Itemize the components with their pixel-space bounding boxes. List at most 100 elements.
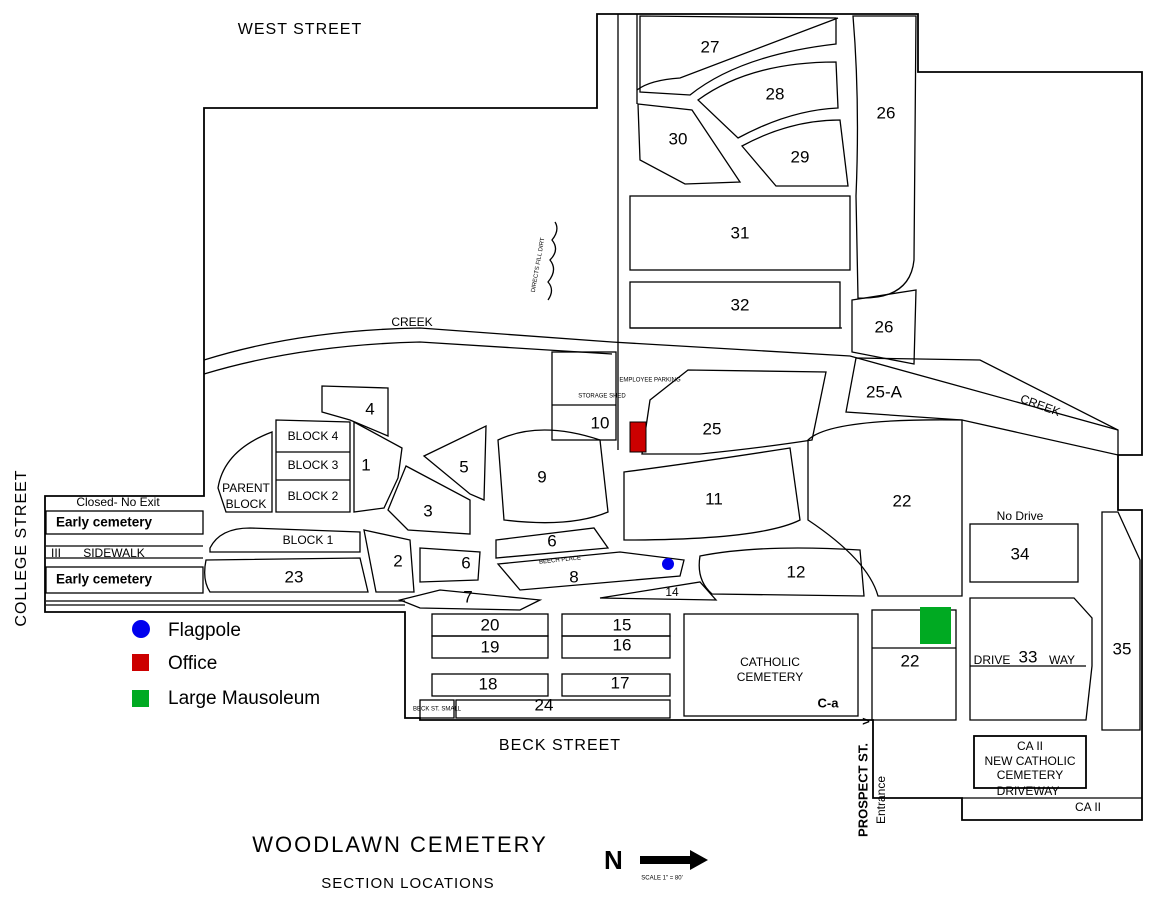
section-19-label: 19 [481, 637, 500, 656]
way-label: WAY [1049, 653, 1075, 667]
legend-mausoleum-label: Large Mausoleum [168, 688, 320, 709]
section-18 [431, 673, 549, 697]
fill-dirt-line [547, 221, 558, 301]
section-7 [397, 589, 543, 611]
section-16-label: 16 [613, 635, 632, 654]
block-1-label: BLOCK 1 [283, 533, 334, 547]
section-11-label: 11 [705, 489, 723, 508]
section-31 [629, 195, 851, 271]
section-10-label: 10 [591, 413, 610, 432]
block-1-strip [209, 527, 361, 553]
section-17-label: 17 [611, 673, 630, 692]
scale-label: SCALE 1" = 80' [641, 876, 682, 882]
driveway-label: DRIVEWAY [997, 784, 1060, 798]
section-4-label: 4 [365, 399, 374, 418]
section-2 [363, 529, 415, 593]
section-5 [422, 424, 487, 501]
no-drive-label: No Drive [997, 509, 1044, 523]
section-28-label: 28 [766, 84, 785, 103]
section-30-label: 30 [669, 129, 688, 148]
section-14-label: 14 [665, 585, 679, 599]
ca2-label-3: CEMETERY [997, 768, 1063, 782]
section-9 [497, 429, 609, 524]
beck-st-small-label: BECK ST. SMALL [413, 707, 462, 713]
section-35-label: 35 [1113, 639, 1132, 658]
fill-note-label: DIRECTS FILL DIRT [531, 237, 547, 293]
section-31-label: 31 [731, 223, 750, 242]
section-4 [321, 385, 389, 437]
section-3-label: 3 [423, 501, 432, 520]
creek-west-label: CREEK [391, 315, 432, 329]
section-5-label: 5 [459, 457, 468, 476]
block-2-label: BLOCK 2 [288, 489, 339, 503]
catholic-label-1: CATHOLIC [740, 655, 800, 669]
section-23 [204, 557, 369, 593]
ca2-new-catholic [973, 735, 1087, 789]
legend-mausoleum-swatch [132, 690, 149, 707]
ca2-label-2: NEW CATHOLIC [984, 754, 1075, 768]
section-18-label: 18 [479, 674, 498, 693]
section-22-label: 22 [893, 491, 912, 510]
section-19 [431, 635, 549, 659]
north-arrow: N SCALE 1" = 80' [604, 845, 708, 882]
prospect-street-label: PROSPECT ST. [855, 743, 870, 837]
section-22-south [871, 609, 957, 721]
map-title: WOODLAWN CEMETERY [252, 832, 548, 857]
storage-label: STORAGE SHED [578, 394, 626, 400]
legend-flagpole-swatch [132, 620, 150, 638]
office-marker [629, 421, 647, 453]
section-34-label: 34 [1011, 544, 1030, 563]
section-10 [551, 351, 617, 441]
parent-block-label-2: BLOCK [226, 497, 267, 511]
north-arrow-icon [640, 850, 708, 870]
section-22b-label: 22 [901, 651, 920, 670]
section-12 [698, 547, 865, 597]
sidewalk-label: SIDEWALK [83, 546, 145, 560]
mausoleum-marker [920, 607, 951, 644]
section-17 [561, 673, 671, 697]
section-11 [623, 447, 801, 541]
entrance-arrow: > [862, 713, 870, 728]
early-cemetery-1-label: Early cemetery [56, 515, 153, 530]
closed-no-exit-label: Closed- No Exit [76, 495, 160, 509]
legend-office-label: Office [168, 653, 217, 674]
section-35 [1101, 511, 1141, 731]
beech-place-label: BEECH PLACE [539, 555, 581, 565]
section-29-label: 29 [791, 147, 810, 166]
block-3-label: BLOCK 3 [288, 458, 339, 472]
beck-st-small [419, 699, 455, 719]
map-subtitle: SECTION LOCATIONS [321, 875, 494, 892]
section-28 [696, 61, 839, 139]
early-cemetery-top [45, 510, 204, 535]
section-20-label: 20 [481, 615, 500, 634]
beck-street-label: BECK STREET [499, 737, 621, 754]
section-33 [969, 597, 1093, 721]
cemetery-boundary [44, 13, 1143, 821]
section-12-label: 12 [787, 562, 806, 581]
section-34 [969, 523, 1079, 583]
section-26 [852, 15, 917, 299]
section-25-label: 25 [703, 419, 722, 438]
section-6-8-area [495, 527, 610, 559]
section-26-label: 26 [877, 103, 896, 122]
section-1-label: 1 [361, 455, 370, 474]
section-30 [637, 103, 742, 185]
section-25a [845, 357, 1119, 456]
block-area [275, 419, 351, 513]
flagpole-marker [662, 558, 674, 570]
early-cemetery-2-label: Early cemetery [56, 572, 153, 587]
section-7-label: 7 [463, 587, 472, 606]
section-29 [740, 119, 849, 187]
section-26-south [851, 289, 917, 365]
section-27 [639, 15, 837, 96]
legend-flagpole-label: Flagpole [168, 620, 241, 641]
catholic-cemetery [683, 613, 859, 717]
section-1 [353, 420, 403, 513]
section-24 [455, 699, 671, 719]
section-9-label: 9 [537, 467, 546, 486]
catholic-label-2: CEMETERY [737, 670, 803, 684]
parent-block [217, 431, 273, 513]
drive-label: DRIVE [974, 653, 1011, 667]
legend: Flagpole Office Large Mausoleum [132, 620, 320, 709]
north-label: N [604, 845, 623, 875]
